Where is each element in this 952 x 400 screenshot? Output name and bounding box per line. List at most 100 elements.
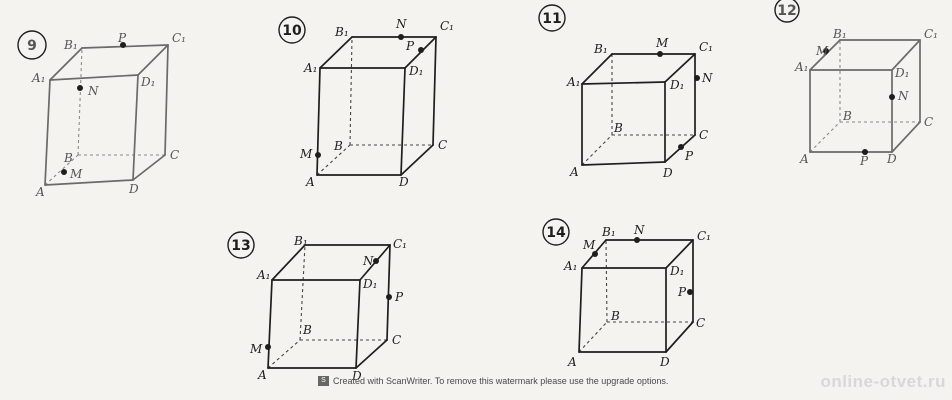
point-P-dot <box>678 144 684 150</box>
vertex-label-C1: C₁ <box>697 229 711 243</box>
point-label-P: P <box>677 285 687 299</box>
hidden-edge-AB <box>581 134 613 166</box>
edge-D1A1 <box>581 81 666 85</box>
problem-number-circle <box>17 30 47 60</box>
problem-number-circle <box>278 16 306 44</box>
point-label-M: M <box>299 147 313 161</box>
vertex-label-C: C <box>924 115 933 129</box>
vertex-label-C1: C₁ <box>172 31 186 45</box>
point-label-M: M <box>815 44 829 58</box>
edge-A1A <box>578 267 583 353</box>
edge-DD1 <box>132 74 139 181</box>
edge-A1B1 <box>271 244 306 281</box>
point-label-N: N <box>362 254 374 268</box>
vertex-label-B: B <box>842 109 852 123</box>
edge-DC <box>355 339 388 369</box>
point-N-dot <box>77 85 83 91</box>
edge-DC <box>400 144 434 176</box>
point-label-N: N <box>87 84 99 98</box>
problem-number: 14 <box>546 225 566 241</box>
problem-number: 10 <box>282 23 302 39</box>
edge-DD1 <box>355 279 361 369</box>
edge-DC <box>132 154 166 181</box>
vertex-label-D: D <box>886 152 897 166</box>
point-P-dot <box>687 289 693 295</box>
edge-CC1 <box>164 44 169 156</box>
point-P-dot <box>120 42 126 48</box>
edge-AD <box>581 161 666 166</box>
edge-C1D1 <box>664 53 696 83</box>
vertex-label-A: A <box>567 355 577 369</box>
vertex-label-A: A <box>257 368 267 382</box>
problem-number: 9 <box>27 38 37 54</box>
vertex-label-C: C <box>392 333 401 347</box>
problem-number-circle <box>538 4 566 32</box>
edge-A1B1 <box>581 53 613 85</box>
vertex-label-D: D <box>662 166 673 180</box>
point-label-P: P <box>684 149 694 163</box>
point-M-dot <box>315 152 321 158</box>
vertex-label-A1: A₁ <box>31 71 45 85</box>
edge-A1A <box>316 67 321 176</box>
problem-number-circle <box>774 0 800 23</box>
edge-DD1 <box>400 67 406 176</box>
point-N-dot <box>634 237 640 243</box>
problem-number-circle <box>227 231 255 259</box>
edge-A1A <box>267 279 273 369</box>
point-label-N: N <box>701 71 713 85</box>
vertex-label-B1: B₁ <box>593 42 608 56</box>
vertex-label-B1: B₁ <box>832 27 847 41</box>
vertex-label-D: D <box>398 175 409 189</box>
hidden-edge-BB1 <box>299 244 306 341</box>
vertex-label-A1: A₁ <box>303 61 317 75</box>
vertex-label-A1: A₁ <box>794 60 808 74</box>
hidden-edge-AB <box>44 154 79 186</box>
edge-A1A <box>44 79 51 186</box>
problem-number: 12 <box>777 3 796 19</box>
vertex-label-A: A <box>35 185 45 199</box>
vertex-label-B: B <box>610 309 620 323</box>
point-P-dot <box>386 294 392 300</box>
edge-DC <box>665 321 694 353</box>
point-label-N: N <box>897 89 909 103</box>
edge-A1B1 <box>809 39 841 71</box>
problem-number-circle <box>542 218 570 246</box>
point-P-dot <box>418 47 424 53</box>
vertex-label-B: B <box>63 151 73 165</box>
vertex-label-A1: A₁ <box>256 268 270 282</box>
hidden-edge-BB1 <box>605 239 608 323</box>
problem-number: 13 <box>231 238 250 254</box>
vertex-label-A: A <box>569 165 579 179</box>
point-label-P: P <box>394 290 404 304</box>
hidden-edge-AB <box>578 321 608 353</box>
point-P-dot <box>862 149 868 155</box>
edge-AD <box>44 179 134 186</box>
vertex-label-B1: B₁ <box>293 234 308 248</box>
vertex-label-D1: D₁ <box>140 75 155 89</box>
watermark-text: Created with ScanWriter. To remove this … <box>333 376 669 386</box>
point-label-M: M <box>582 238 596 252</box>
point-M-dot <box>657 51 663 57</box>
vertex-label-D: D <box>128 182 139 196</box>
vertex-label-C: C <box>170 148 179 162</box>
vertex-label-D1: D₁ <box>362 277 377 291</box>
vertex-label-D1: D₁ <box>669 264 684 278</box>
vertex-label-B: B <box>302 323 312 337</box>
vertex-label-D1: D₁ <box>408 64 423 78</box>
point-label-M: M <box>249 342 263 356</box>
problem-number: 11 <box>542 11 561 27</box>
vertex-label-D: D <box>351 369 362 383</box>
vertex-label-D: D <box>659 355 670 369</box>
hidden-edge-BB1 <box>77 47 83 156</box>
hidden-edge-AB <box>316 144 351 176</box>
point-label-P: P <box>859 154 869 168</box>
point-M-dot <box>61 169 67 175</box>
point-M-dot <box>265 344 271 350</box>
edge-C1D1 <box>891 39 921 71</box>
point-N-dot <box>694 75 700 81</box>
vertex-label-A1: A₁ <box>563 259 577 273</box>
edge-C1D1 <box>665 239 694 269</box>
